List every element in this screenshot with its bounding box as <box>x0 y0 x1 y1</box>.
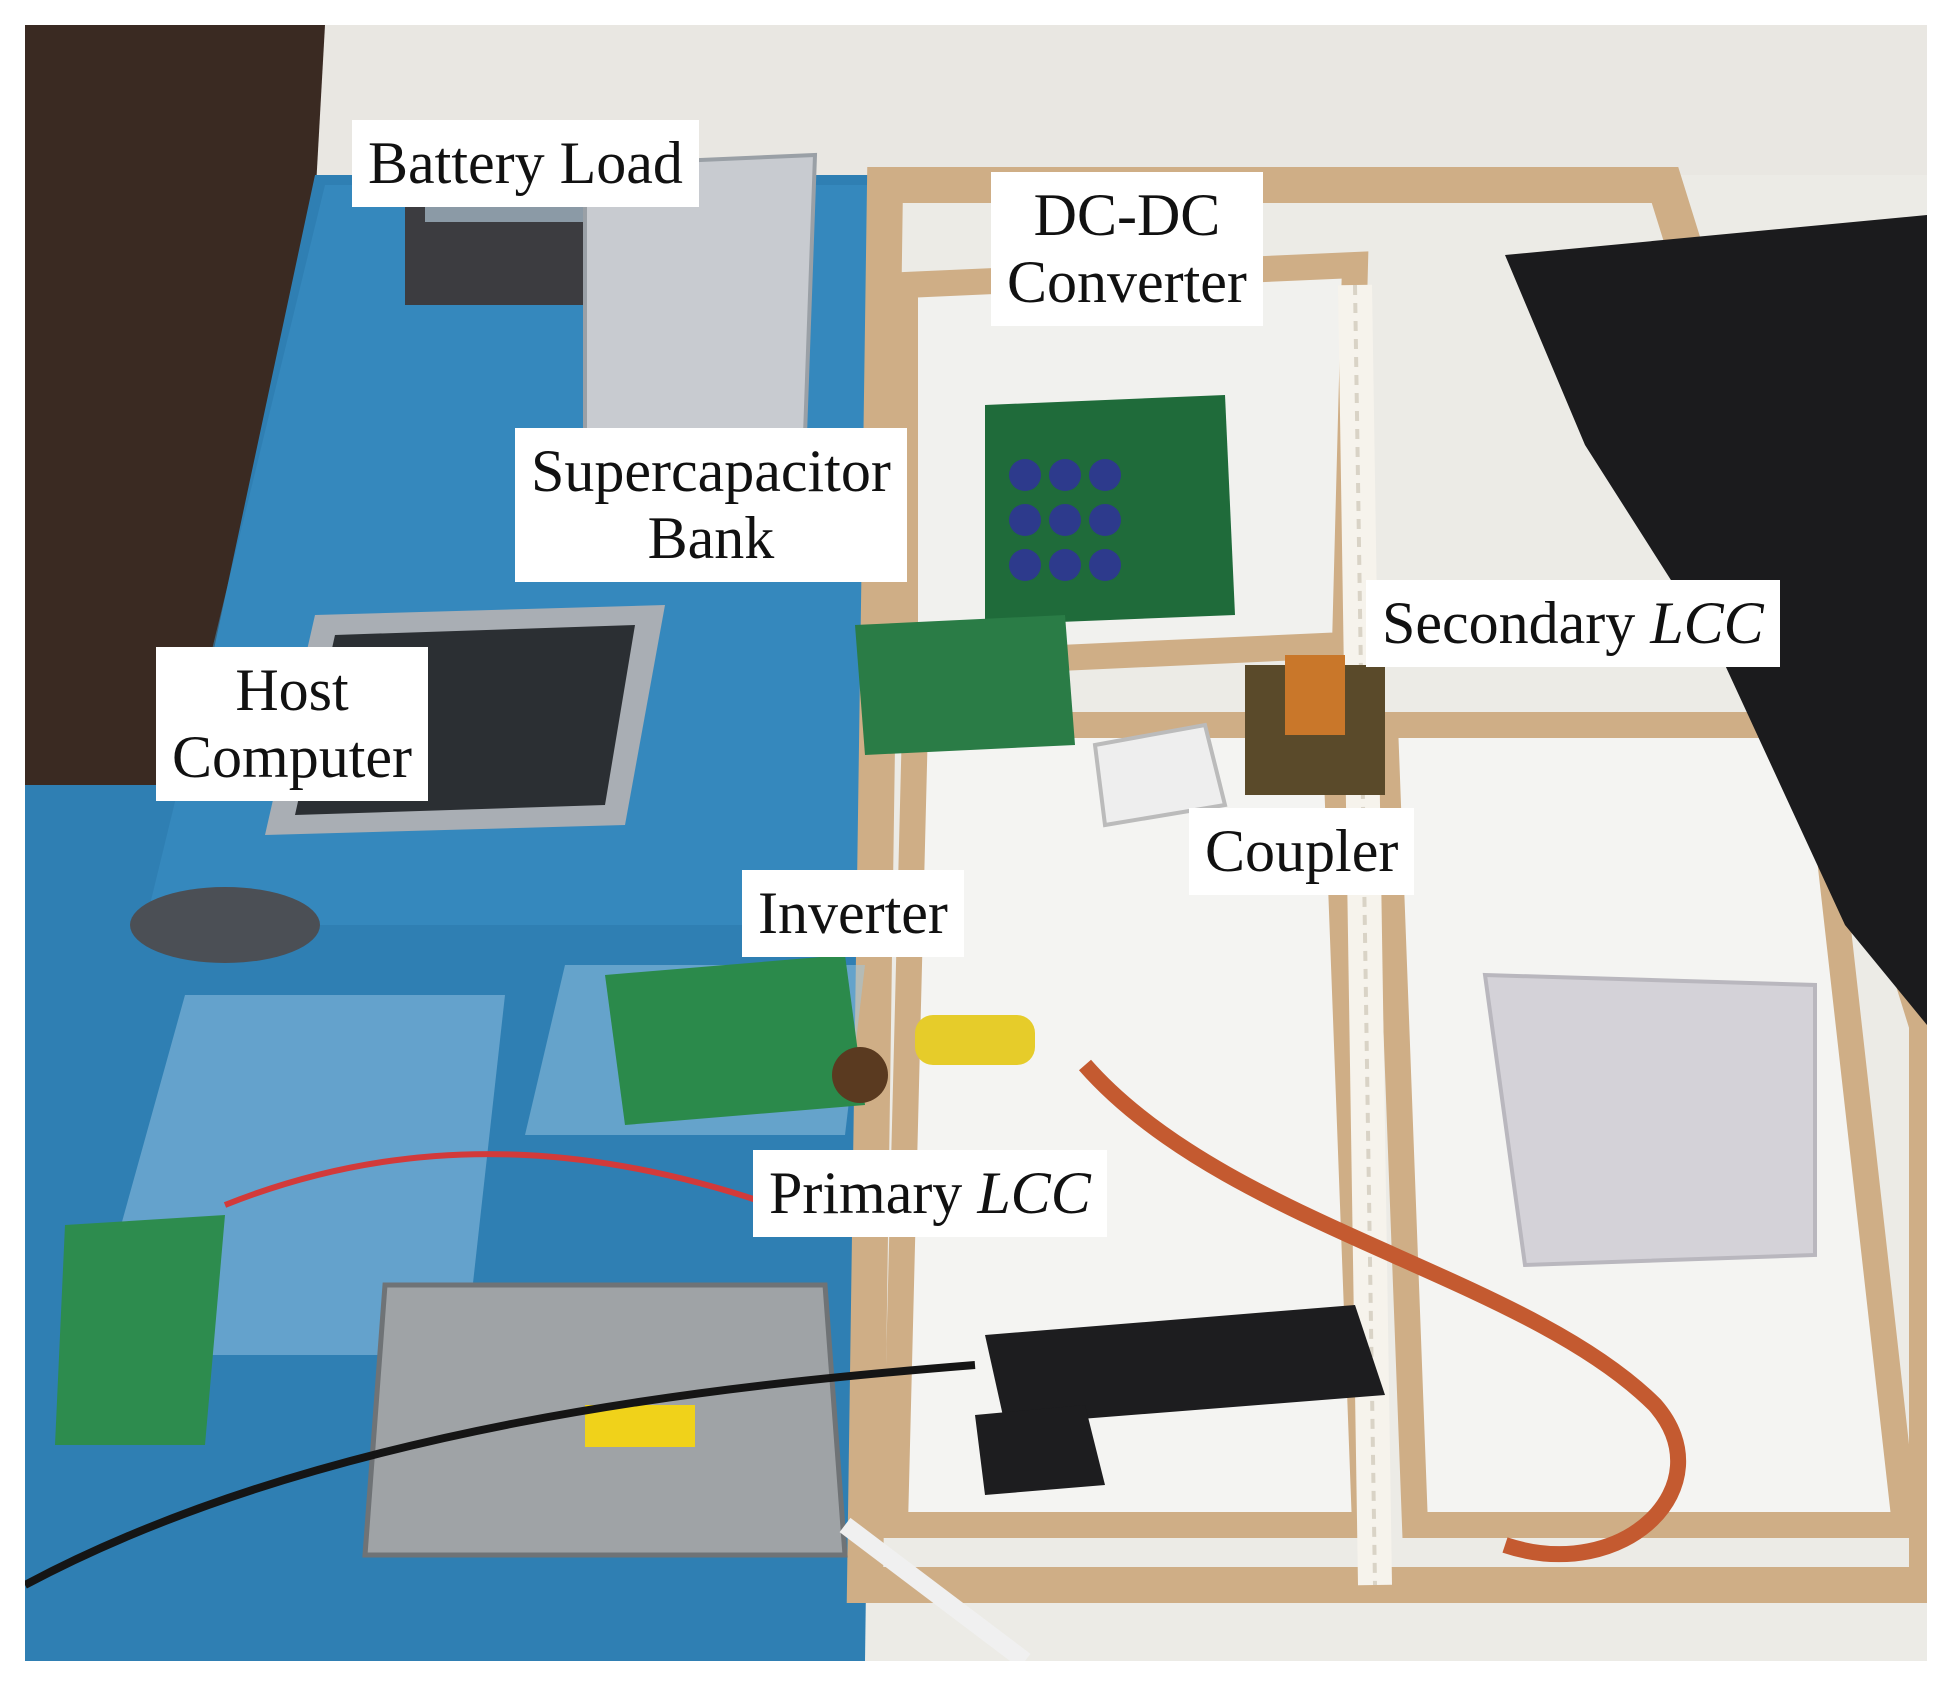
label-primary-lcc: Primary LCC <box>753 1150 1107 1238</box>
mouse <box>130 887 320 963</box>
label-battery-load-text: Battery Load <box>368 130 683 196</box>
photo-scene <box>25 25 1927 1661</box>
label-inverter-text: Inverter <box>758 880 948 946</box>
label-primary-lcc-italic: LCC <box>977 1160 1091 1226</box>
label-dcdc-converter: DC-DC Converter <box>991 172 1263 327</box>
label-dcdc-line1: DC-DC <box>1033 182 1221 248</box>
label-dcdc-line2: Converter <box>1007 249 1247 316</box>
lab-setup-photo: Battery Load DC-DC Converter Supercapaci… <box>25 25 1927 1661</box>
inverter-board <box>605 955 865 1125</box>
label-inverter: Inverter <box>742 870 964 958</box>
label-supercapacitor-bank: Supercapacitor Bank <box>515 428 907 583</box>
label-supercap-line2: Bank <box>647 505 775 572</box>
label-host-computer: Host Computer <box>156 647 428 802</box>
label-secondary-prefix: Secondary <box>1382 590 1651 656</box>
label-coupler-text: Coupler <box>1205 818 1399 884</box>
label-primary-prefix: Primary <box>769 1160 978 1226</box>
cabinet <box>25 25 325 785</box>
supercap-board <box>55 1215 225 1445</box>
current-probe <box>985 1305 1385 1425</box>
acrylic-block <box>1482 972 1817 1268</box>
label-supercap-line1: Supercapacitor <box>531 438 891 504</box>
label-secondary-lcc-italic: LCC <box>1650 590 1764 656</box>
coupler-box <box>1092 722 1228 828</box>
label-secondary-lcc: Secondary LCC <box>1366 580 1780 668</box>
label-host-line2: Computer <box>172 724 412 791</box>
coil-frame <box>846 167 1927 1603</box>
label-host-line1: Host <box>235 657 349 723</box>
label-coupler: Coupler <box>1189 808 1415 896</box>
label-battery-load: Battery Load <box>352 120 699 208</box>
